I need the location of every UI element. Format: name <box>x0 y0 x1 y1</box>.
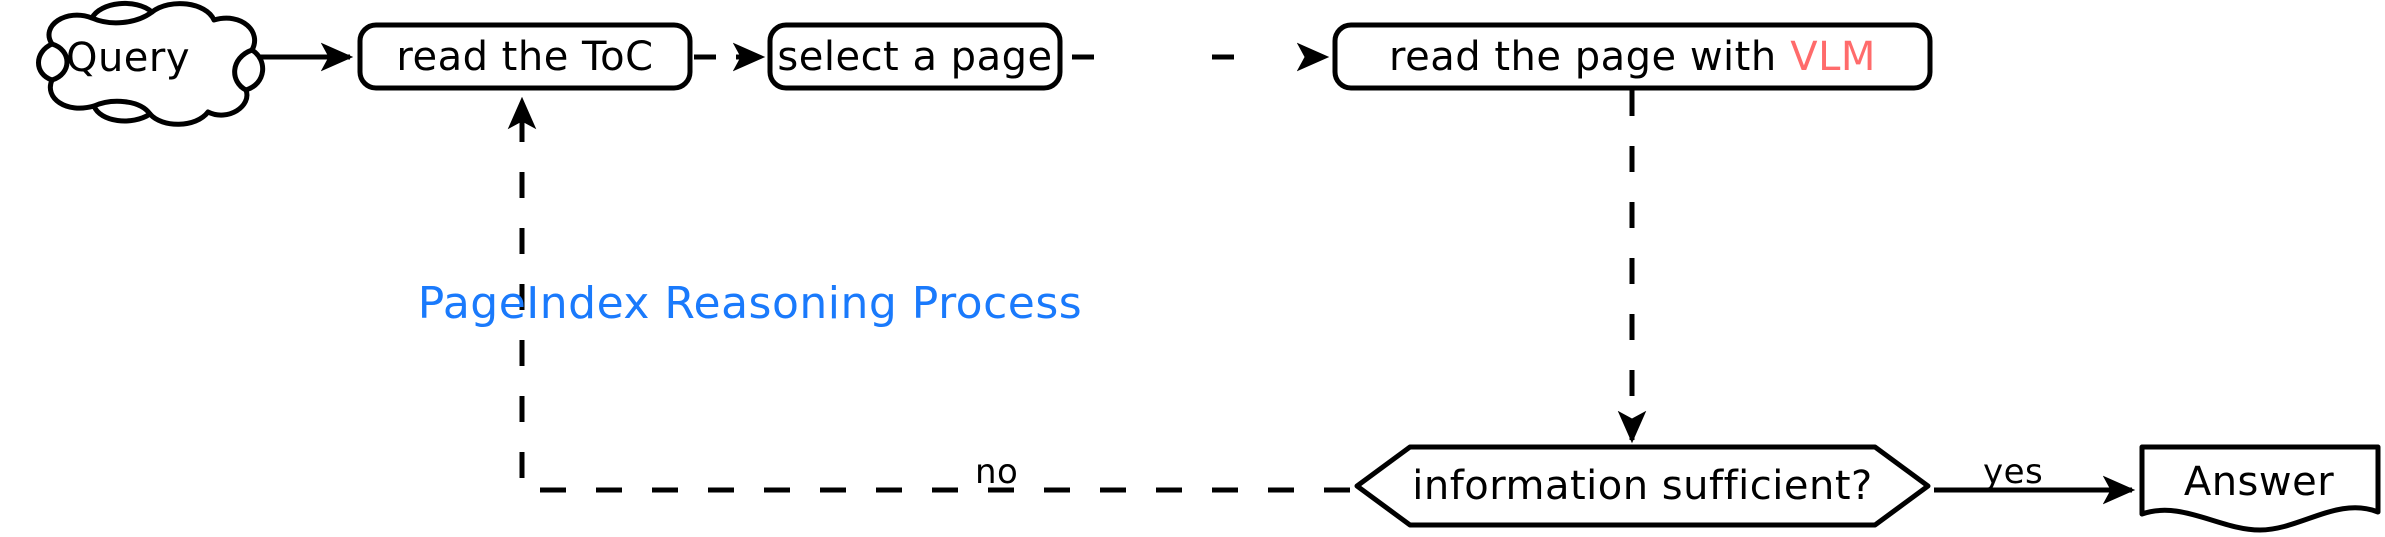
node-answer-shape <box>2139 444 2381 533</box>
edge-label-yes: yes <box>1983 452 2044 492</box>
node-select-page-shape <box>767 22 1063 91</box>
node-query-label: Query <box>65 35 191 81</box>
node-read-toc-shape <box>357 22 693 91</box>
node-read-page-label: read the page with VLM <box>1335 26 1930 88</box>
node-read-toc-label: read the ToC <box>396 34 654 80</box>
node-read-page-text: read the page with <box>1389 34 1777 80</box>
node-decision-shape <box>1354 444 1931 528</box>
node-select-page-label: select a page <box>777 34 1053 80</box>
node-answer-label: Answer <box>2183 459 2335 505</box>
edge-decision-to-read-toc-no <box>507 96 1350 493</box>
node-query-shape <box>36 0 265 127</box>
diagram-title: PageIndex Reasoning Process <box>417 278 1083 329</box>
node-decision-label: information sufficient? <box>1412 463 1873 509</box>
node-read-page-shape <box>1332 22 1933 91</box>
node-read-page-accent-token: VLM <box>1790 34 1876 80</box>
edge-label-no: no <box>975 452 1019 492</box>
